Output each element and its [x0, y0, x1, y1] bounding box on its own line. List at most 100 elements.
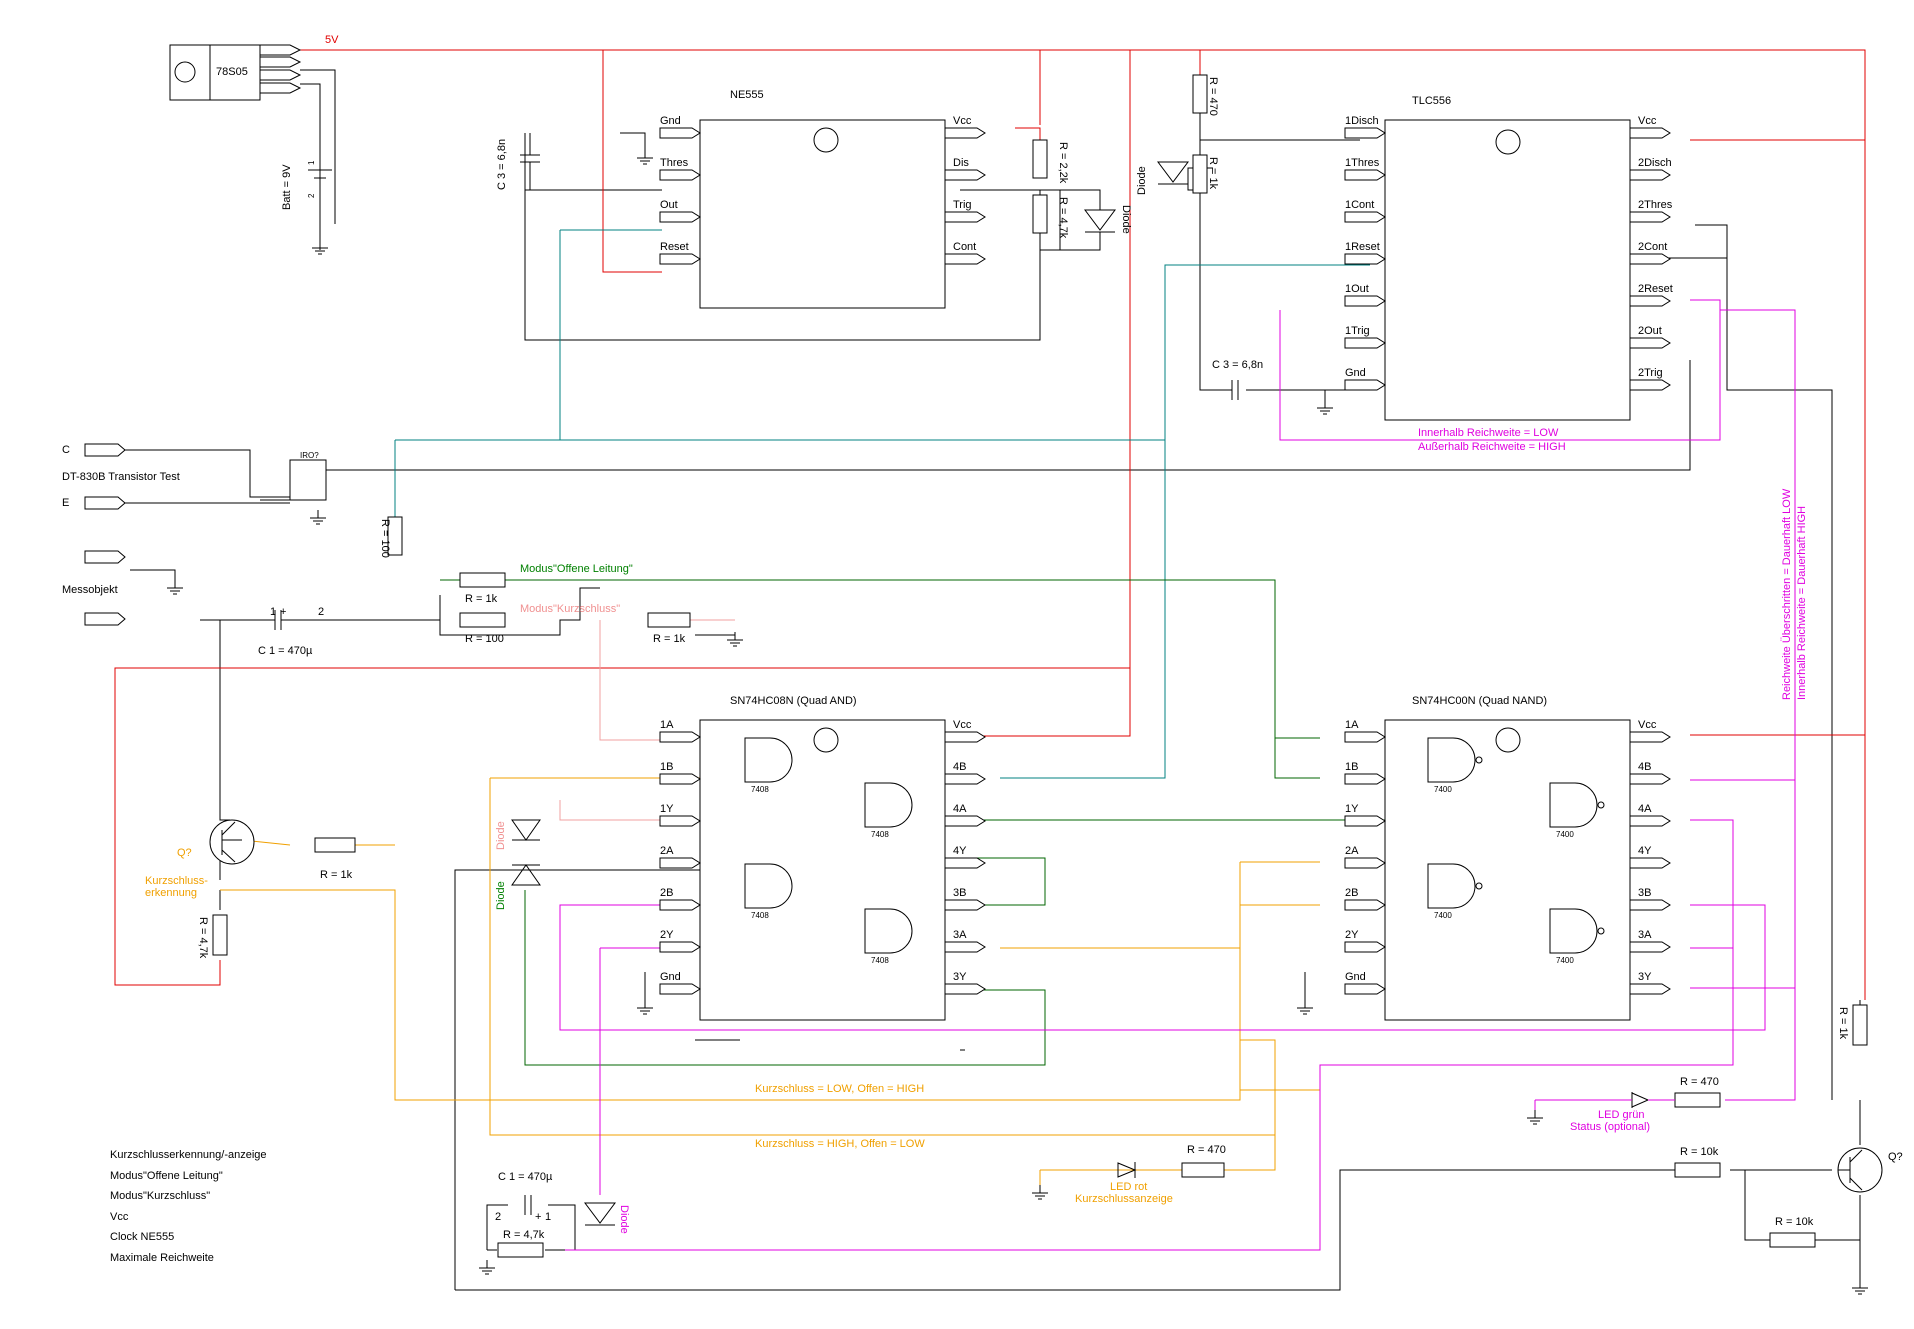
and-1a-label: 1A: [660, 719, 674, 731]
nand-vcc-pin: [1629, 731, 1671, 743]
nand-4y-pin: [1629, 857, 1671, 869]
tlc556-vcc-label: Vcc: [1638, 115, 1657, 127]
short-detect-label2: erkennung: [145, 887, 197, 899]
and-3a-pin: [944, 941, 986, 953]
resistor-470-led-green: [1674, 1092, 1721, 1108]
and-chip-title: SN74HC08N (Quad AND): [730, 695, 857, 707]
and-3b-pin: [944, 899, 986, 911]
ne555-cont-pin: [944, 253, 986, 265]
battery-label: Batt = 9V: [281, 164, 293, 210]
capacitor-c1-bottom: C 1 = 470µ 2 1 +: [495, 1171, 553, 1223]
tlc556-2trig-label: 2Trig: [1638, 367, 1663, 379]
ground-8: [1527, 1110, 1543, 1125]
diode-and-label1: Diode: [495, 821, 507, 850]
ground-7: [310, 510, 326, 525]
nand-4a-label: 4A: [1638, 803, 1652, 815]
and-gnd-label: Gnd: [660, 971, 681, 983]
ne555-out-pin: [659, 211, 701, 223]
tlc556-vcc-pin: [1629, 127, 1671, 139]
ne555-thres-pin: [659, 169, 701, 181]
tlc556-2disch-pin: [1629, 169, 1671, 181]
c1b-pin1: 1: [545, 1211, 551, 1223]
nand-gate-1-bubble: [1475, 756, 1483, 764]
c1-pin1: 1: [270, 606, 276, 618]
resistor-100-h-label: R = 100: [465, 633, 504, 645]
c3-ne555-label: C 3 = 6,8n: [496, 139, 508, 190]
and-1y-label: 1Y: [660, 803, 674, 815]
resistor-1k-base: [314, 837, 356, 853]
tlc556-1trig-label: 1Trig: [1345, 325, 1370, 337]
and-4a-label: 4A: [953, 803, 967, 815]
legend-item-0: Kurzschlusserkennung/-anzeige: [110, 1149, 267, 1161]
chip-pins: GndThresOutResetVccDisTrigCont1Disch1Thr…: [659, 115, 1673, 995]
tlc556-1reset-pin: [1344, 253, 1386, 265]
tlc556-2thres-pin: [1629, 211, 1671, 223]
nand-gate-2-label: 7400: [1434, 911, 1452, 920]
ne555-gnd-pin: [659, 127, 701, 139]
c1-label: C 1 = 470µ: [258, 645, 313, 657]
and-gate-3: [864, 908, 913, 954]
and-1y-pin: [659, 815, 701, 827]
resistor-10k-a-label: R = 10k: [1680, 1146, 1719, 1158]
legend-item-5: Maximale Reichweite: [110, 1252, 214, 1264]
and-gate-4-label: 7408: [871, 830, 889, 839]
and-4b-label: 4B: [953, 761, 966, 773]
tlc556-chip: TLC556: [1384, 95, 1631, 421]
tlc556-1thres-label: 1Thres: [1345, 157, 1380, 169]
resistor-1k-gnd: [647, 612, 691, 628]
nand-4b-label: 4B: [1638, 761, 1651, 773]
resistor-4-7k-bottom: [497, 1242, 544, 1258]
transistor-left: Q?: [177, 819, 255, 865]
resistor-1k-right: [1852, 1004, 1868, 1046]
capacitor-c3-tlc556: C 3 = 6,8n: [1212, 359, 1263, 400]
ne555-chip: NE555: [699, 89, 946, 309]
and-chip: SN74HC08N (Quad AND): [699, 695, 946, 1021]
led-red-label: LED rot: [1110, 1181, 1147, 1193]
nand-2y-label: 2Y: [1345, 929, 1359, 941]
and-2b-label: 2B: [660, 887, 673, 899]
nand-gate-1: [1427, 737, 1476, 783]
connector-e-label: E: [62, 497, 69, 509]
resistor-10k-b-label: R = 10k: [1775, 1216, 1814, 1228]
resistor-1k-top: [1192, 154, 1208, 194]
diode-tlc556: Diode: [1136, 161, 1189, 195]
tlc556-1disch-pin: [1344, 127, 1386, 139]
battery-pin2: 2: [307, 193, 316, 198]
ne555-reset-label: Reset: [660, 241, 689, 253]
range-vertical-1: Reichweite Überschritten = Dauerhaft LOW: [1781, 488, 1793, 700]
diode-bottom-label: Diode: [618, 1205, 630, 1234]
resistor-470-led-red-label: R = 470: [1187, 1144, 1226, 1156]
battery-pin1: 1: [307, 160, 316, 165]
nand-2y-pin: [1344, 941, 1386, 953]
capacitor-c3-ne555: C 3 = 6,8n: [496, 133, 540, 190]
c1-plus: +: [280, 606, 286, 618]
tlc556-2out-pin: [1629, 337, 1671, 349]
resistor-4-7k-bottom-label: R = 4,7k: [503, 1229, 545, 1241]
ne555-title: NE555: [730, 89, 764, 101]
and-gate-2: [744, 863, 793, 909]
nand-2a-pin: [1344, 857, 1386, 869]
and-1b-label: 1B: [660, 761, 673, 773]
nand-1y-label: 1Y: [1345, 803, 1359, 815]
tlc556-1reset-label: 1Reset: [1345, 241, 1380, 253]
ne555-gnd-label: Gnd: [660, 115, 681, 127]
and-gate-2-label: 7408: [751, 911, 769, 920]
and-vcc-label: Vcc: [953, 719, 972, 731]
resistor-470-led-green-label: R = 470: [1680, 1076, 1719, 1088]
and-vcc-pin: [944, 731, 986, 743]
resistor-1k-right-label: R = 1k: [1837, 1007, 1849, 1040]
led-green-label: LED grün: [1598, 1109, 1644, 1121]
battery: Batt = 9V 1 2: [281, 120, 332, 255]
mode-short-label: Modus"Kurzschluss": [520, 603, 620, 615]
mode-open-label: Modus"Offene Leitung": [520, 563, 633, 575]
tlc556-1trig-pin: [1344, 337, 1386, 349]
tlc556-gnd-pin: [1344, 379, 1386, 391]
and-gate-4: [864, 782, 913, 828]
diode-tlc556-label: Diode: [1136, 166, 1148, 195]
and-4y-pin: [944, 857, 986, 869]
nand-chip: SN74HC00N (Quad NAND): [1384, 695, 1631, 1021]
tlc556-1out-pin: [1344, 295, 1386, 307]
and-4y-label: 4Y: [953, 845, 967, 857]
ground-10: [479, 1260, 495, 1275]
